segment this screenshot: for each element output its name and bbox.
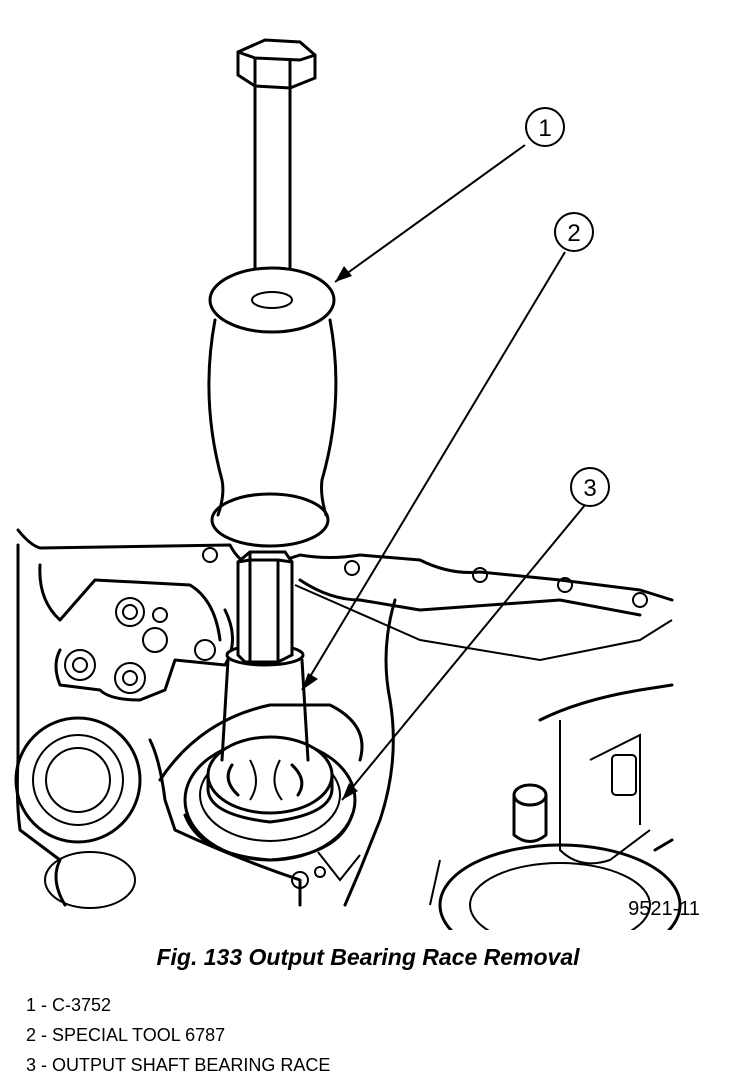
legend-item: 3 - OUTPUT SHAFT BEARING RACE	[26, 1055, 331, 1075]
legend-number: 1	[26, 995, 37, 1015]
callout-3-number: 3	[583, 475, 596, 502]
callout-leaders	[301, 144, 586, 801]
callout-3: 3	[570, 467, 610, 507]
callout-legend: 1 - C-3752 2 - SPECIAL TOOL 6787 3 - OUT…	[26, 990, 330, 1080]
bearing-race	[158, 703, 364, 882]
figure-caption: Fig. 133 Output Bearing Race Removal	[156, 944, 580, 970]
legend-label: OUTPUT SHAFT BEARING RACE	[52, 1055, 331, 1075]
puller-c-3752	[207, 38, 338, 664]
transmission-case	[14, 528, 682, 930]
callout-2: 2	[554, 212, 594, 252]
callout-1: 1	[525, 107, 565, 147]
callout-1-number: 1	[538, 115, 551, 142]
legend-number: 2	[26, 1025, 37, 1045]
callout-2-number: 2	[567, 220, 580, 247]
legend-item: 1 - C-3752	[26, 995, 112, 1015]
legend-label: SPECIAL TOOL 6787	[52, 1025, 226, 1045]
figure-id-code: 9521-11	[628, 898, 700, 920]
legend-label: C-3752	[52, 995, 112, 1015]
technical-illustration: 1 2 3 9521-11	[14, 38, 700, 930]
legend-item: 2 - SPECIAL TOOL 6787	[26, 1025, 226, 1045]
legend-number: 3	[26, 1055, 37, 1075]
